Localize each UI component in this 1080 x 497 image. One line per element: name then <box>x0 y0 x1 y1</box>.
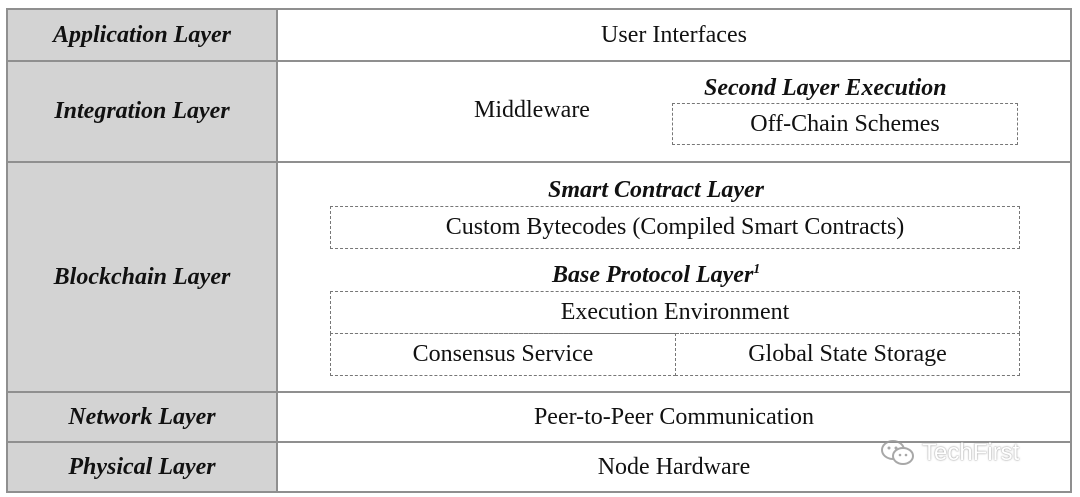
row-application-layer: Application Layer User Interfaces <box>8 10 1070 60</box>
consensus-service-text: Consensus Service <box>412 341 594 367</box>
row-blockchain-layer: Blockchain Layer Smart Contract Layer Cu… <box>8 161 1070 391</box>
execution-environment-box: Execution Environment <box>330 291 1020 334</box>
content-network-layer: Peer-to-Peer Communication <box>278 393 1070 441</box>
watermark: TechFirst <box>880 438 1050 468</box>
off-chain-schemes-box: Off-Chain Schemes <box>672 103 1018 145</box>
content-blockchain-layer: Smart Contract Layer Custom Bytecodes (C… <box>278 163 1070 391</box>
user-interfaces-text: User Interfaces <box>601 21 747 48</box>
label-network-layer: Network Layer <box>8 393 278 441</box>
footnote-marker: 1 <box>753 262 761 277</box>
smart-contract-layer-title: Smart Contract Layer <box>548 177 765 203</box>
consensus-service-box: Consensus Service <box>330 333 676 376</box>
row-integration-layer: Integration Layer Middleware Second Laye… <box>8 60 1070 161</box>
custom-bytecodes-box: Custom Bytecodes (Compiled Smart Contrac… <box>330 206 1020 249</box>
node-hardware-text: Node Hardware <box>597 453 751 480</box>
global-state-storage-box: Global State Storage <box>675 333 1020 376</box>
wechat-icon <box>880 439 916 467</box>
row-network-layer: Network Layer Peer-to-Peer Communication <box>8 391 1070 441</box>
row-physical-layer: Physical Layer Node Hardware <box>8 441 1070 491</box>
base-protocol-layer-text: Base Protocol Layer <box>552 262 754 288</box>
custom-bytecodes-text: Custom Bytecodes (Compiled Smart Contrac… <box>445 214 905 240</box>
off-chain-schemes-text: Off-Chain Schemes <box>750 110 940 137</box>
label-blockchain-layer: Blockchain Layer <box>8 163 278 391</box>
watermark-text: TechFirst <box>922 439 1020 466</box>
global-state-storage-text: Global State Storage <box>748 341 947 367</box>
layer-stack-diagram: Application Layer User Interfaces Integr… <box>6 8 1072 493</box>
content-physical-layer: Node Hardware <box>278 443 1070 491</box>
label-physical-layer: Physical Layer <box>8 443 278 491</box>
peer-to-peer-text: Peer-to-Peer Communication <box>533 403 815 430</box>
content-application-layer: User Interfaces <box>278 10 1070 60</box>
content-integration-layer: Middleware Second Layer Execution Off-Ch… <box>278 62 1070 161</box>
label-application-layer: Application Layer <box>8 10 278 60</box>
middleware-text: Middleware <box>474 97 590 123</box>
execution-environment-text: Execution Environment <box>560 299 790 325</box>
base-protocol-layer-title: Base Protocol Layer1 <box>552 262 760 289</box>
label-integration-layer: Integration Layer <box>8 62 278 161</box>
second-layer-execution-title: Second Layer Execution <box>704 75 947 101</box>
